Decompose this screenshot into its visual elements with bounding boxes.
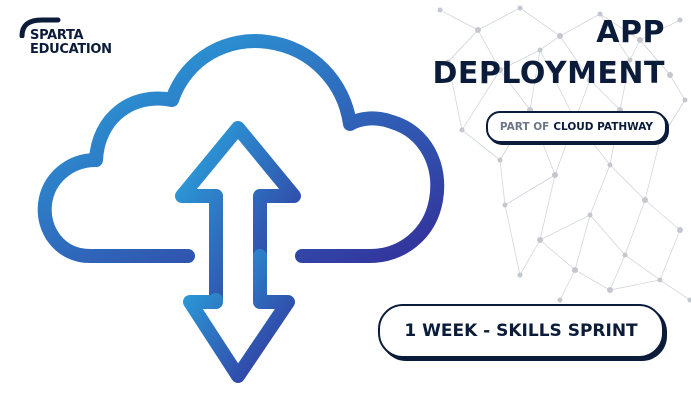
logo-text-line1: SPARTA	[30, 28, 84, 43]
sprint-badge: 1 WEEK - SKILLS SPRINT	[378, 304, 664, 358]
pathway-prefix: PART OF	[499, 121, 550, 133]
title-line-2: DEPLOYMENT	[432, 55, 665, 91]
pathway-badge: PART OF CLOUD PATHWAY	[485, 111, 667, 143]
sparta-education-logo: SPARTA EDUCATION	[18, 16, 134, 57]
pathway-name: CLOUD PATHWAY	[553, 121, 653, 133]
logo-text-line2: EDUCATION	[30, 42, 112, 57]
cloud-upload-download-icon	[37, 34, 445, 383]
sprint-label: 1 WEEK - SKILLS SPRINT	[404, 321, 638, 341]
page-title: APP DEPLOYMENT	[432, 15, 665, 91]
title-line-1: APP	[596, 15, 665, 50]
logo-swoosh-icon	[19, 17, 61, 38]
